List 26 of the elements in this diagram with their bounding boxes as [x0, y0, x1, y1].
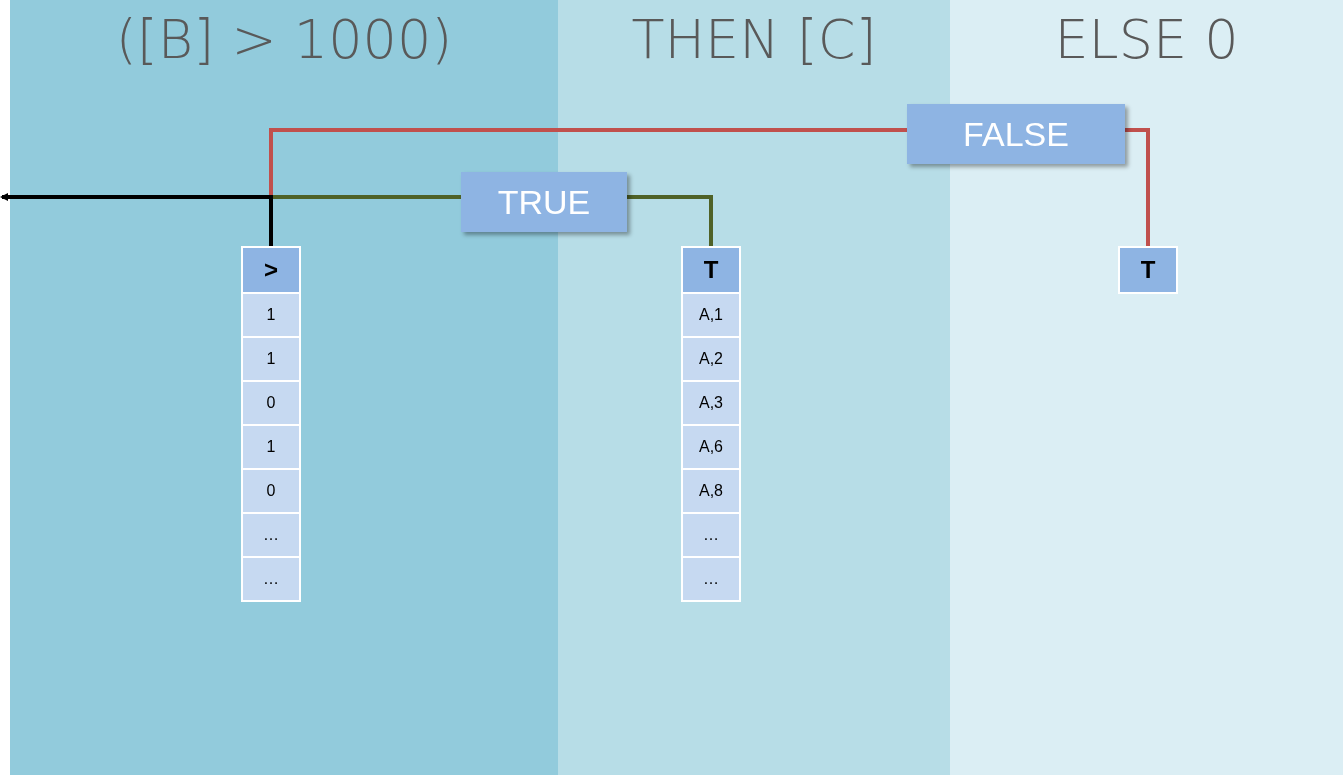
table-cell: 1 [241, 426, 301, 470]
table-cell: A,3 [681, 382, 741, 426]
column-header: T [681, 246, 741, 294]
table-cell: A,2 [681, 338, 741, 382]
column-band [950, 0, 1343, 775]
table-cell: A,8 [681, 470, 741, 514]
edge-label: TRUE [461, 172, 627, 232]
data-column [241, 246, 301, 602]
column-header: T [1118, 246, 1178, 294]
table-cell: A,1 [681, 294, 741, 338]
table-cell: 0 [241, 470, 301, 514]
table-cell: A,6 [681, 426, 741, 470]
table-cell: 1 [241, 294, 301, 338]
band-heading: ELSE 0 [1053, 8, 1240, 71]
table-cell: 0 [241, 382, 301, 426]
edge-label: FALSE [907, 104, 1125, 164]
column-header: > [241, 246, 301, 294]
table-cell: … [681, 514, 741, 558]
table-cell: … [681, 558, 741, 602]
table-cell: … [241, 514, 301, 558]
band-heading: THEN [C] [630, 8, 878, 71]
arrow [0, 193, 273, 246]
table-cell: 1 [241, 338, 301, 382]
data-column [681, 246, 741, 602]
table-cell: … [241, 558, 301, 602]
band-heading: ([B] > 1000) [114, 8, 454, 71]
